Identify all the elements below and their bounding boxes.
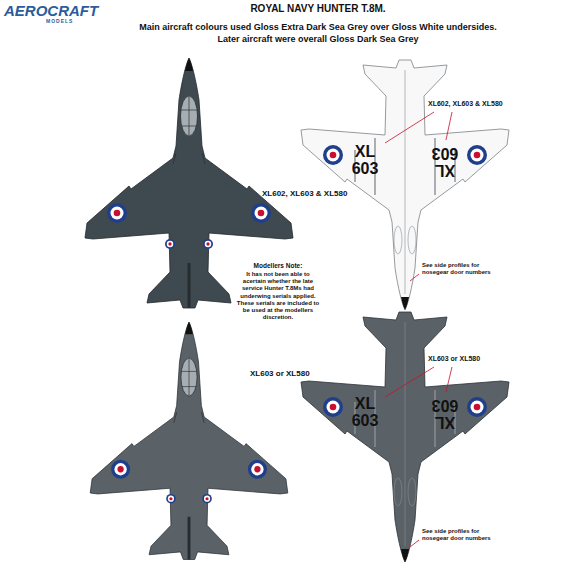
colour-note: Later aircraft were overall Gloss Dark S… [98,34,538,44]
nosegear-note: See side profiles for nosegear door numb… [422,528,502,542]
wing-serial: XL 603 [349,396,381,430]
wing-serial: XL 603 [429,144,461,178]
brand-subtitle: MODELS [46,19,106,25]
underside-white [301,60,509,310]
serial-caption: XL602, XL603 & XL580 [262,189,362,198]
top-view-dark-sea-grey [90,322,288,560]
callout-text: XL603 or XL580 [428,355,518,363]
note-body: It has not been able to acertain whether… [235,271,321,321]
note-heading: Modellers Note: [235,262,321,269]
wing-serial: XL 603 [349,144,381,178]
top-view-extra-dark-sea-grey [85,58,293,308]
callout-text: XL602, XL603 & XL580 [428,100,538,108]
brand-logo: AEROCRAFT [4,2,124,19]
nosegear-note: See side profiles for nosegear door numb… [422,262,502,276]
sheet-title: ROYAL NAVY HUNTER T.8M. [168,3,468,14]
wing-serial: XL 603 [429,396,461,430]
serial-caption: XL603 or XL580 [250,369,350,378]
underside-dark-sea-grey [301,312,509,562]
colour-note: Main aircraft colours used Gloss Extra D… [98,22,538,32]
